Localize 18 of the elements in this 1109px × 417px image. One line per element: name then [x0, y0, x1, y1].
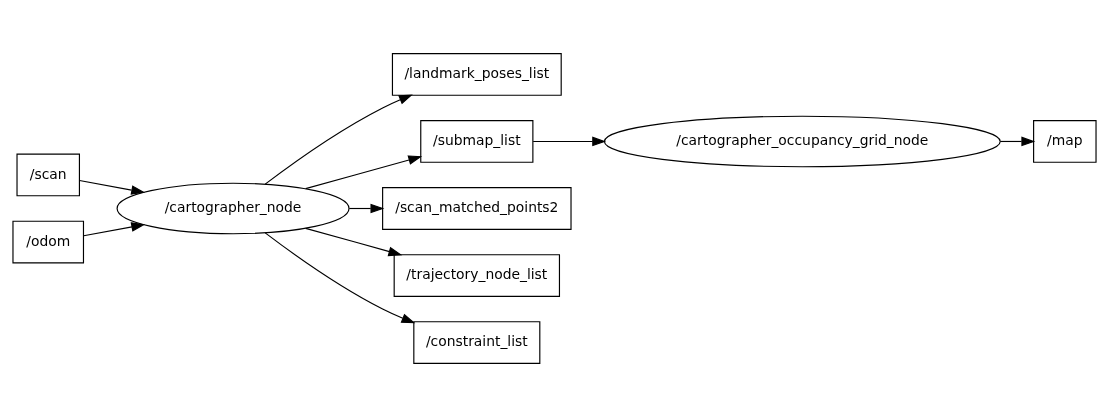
node-box: /odom [12, 220, 85, 264]
arrow [305, 227, 403, 257]
node-box: /scan_matched_points2 [382, 187, 572, 230]
arrow [305, 155, 423, 190]
node-box: /landmark_poses_list [391, 53, 562, 96]
arrow [264, 232, 416, 324]
node-box: /submap_list [420, 120, 534, 163]
arrow [999, 136, 1036, 147]
node-box: /constraint_list [413, 321, 541, 364]
arrow [83, 222, 146, 237]
arrow [348, 203, 385, 214]
arrow [532, 136, 607, 147]
node-box: /scan [16, 153, 80, 197]
node-box: /map [1033, 120, 1097, 163]
arrow [264, 94, 413, 185]
node-box: /trajectory_node_list [393, 254, 561, 297]
node-ellipse: /cartographer_occupancy_grid_node [603, 115, 1001, 168]
arrow [78, 179, 146, 195]
